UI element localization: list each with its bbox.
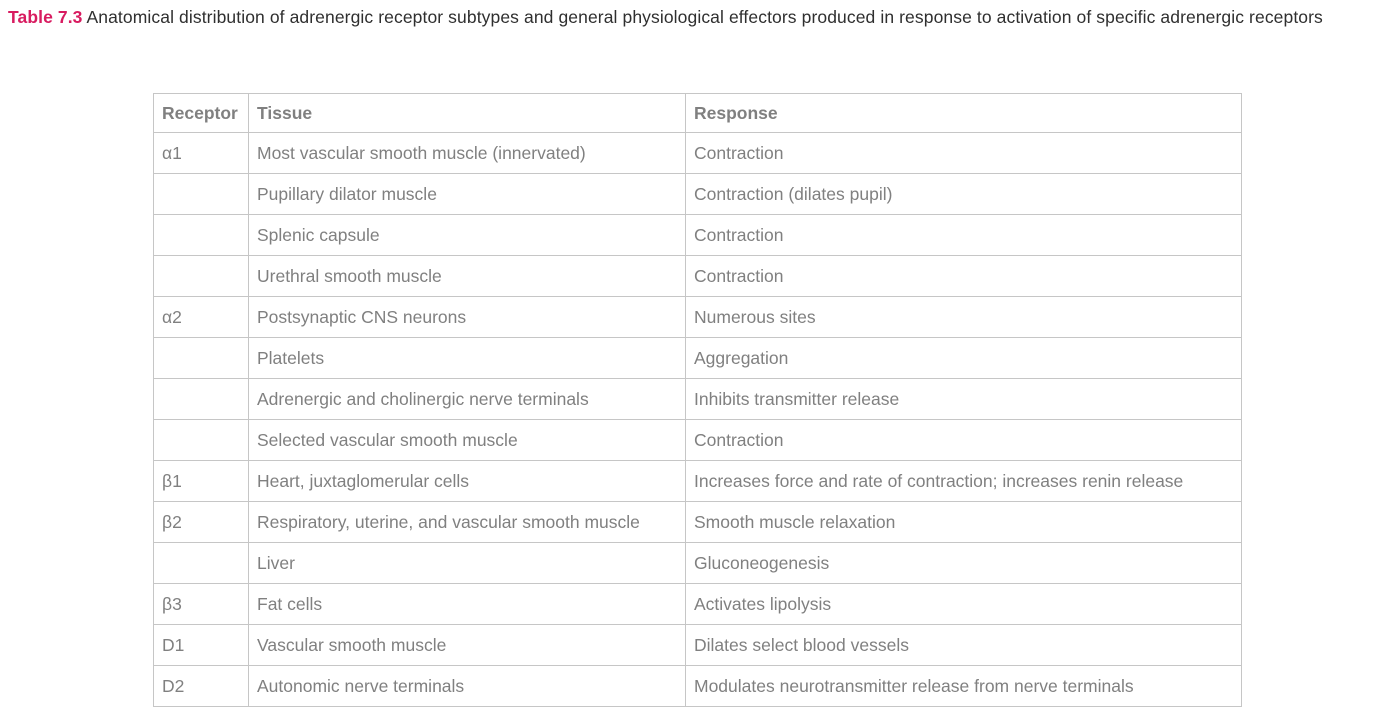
cell-tissue: Selected vascular smooth muscle: [248, 419, 686, 461]
cell-receptor: [153, 378, 249, 420]
cell-receptor: D1: [153, 624, 249, 666]
column-header-tissue: Tissue: [248, 93, 686, 133]
cell-receptor: α2: [153, 296, 249, 338]
column-header-receptor: Receptor: [153, 93, 249, 133]
table-caption: Table 7.3 Anatomical distribution of adr…: [8, 4, 1386, 31]
cell-tissue: Adrenergic and cholinergic nerve termina…: [248, 378, 686, 420]
cell-tissue: Vascular smooth muscle: [248, 624, 686, 666]
cell-response: Modulates neurotransmitter release from …: [685, 665, 1242, 707]
cell-response: Inhibits transmitter release: [685, 378, 1242, 420]
cell-receptor: [153, 542, 249, 584]
cell-tissue: Pupillary dilator muscle: [248, 173, 686, 215]
cell-tissue: Liver: [248, 542, 686, 584]
cell-response: Contraction: [685, 132, 1242, 174]
cell-receptor: [153, 419, 249, 461]
cell-tissue: Urethral smooth muscle: [248, 255, 686, 297]
cell-receptor: D2: [153, 665, 249, 707]
cell-receptor: [153, 255, 249, 297]
cell-tissue: Respiratory, uterine, and vascular smoot…: [248, 501, 686, 543]
cell-response: Aggregation: [685, 337, 1242, 379]
column-header-response: Response: [685, 93, 1242, 133]
cell-tissue: Heart, juxtaglomerular cells: [248, 460, 686, 502]
cell-receptor: β1: [153, 460, 249, 502]
table-header-row: Receptor Tissue Response: [153, 93, 1242, 133]
table-caption-label: Table 7.3: [8, 7, 83, 27]
cell-response: Contraction: [685, 255, 1242, 297]
table-caption-text: Anatomical distribution of adrenergic re…: [82, 7, 1323, 27]
cell-tissue: Postsynaptic CNS neurons: [248, 296, 686, 338]
cell-response: Numerous sites: [685, 296, 1242, 338]
cell-receptor: β2: [153, 501, 249, 543]
cell-receptor: [153, 214, 249, 256]
table-header: Receptor Tissue Response: [153, 93, 1242, 133]
cell-receptor: β3: [153, 583, 249, 625]
cell-receptor: [153, 337, 249, 379]
cell-receptor: α1: [153, 132, 249, 174]
cell-response: Increases force and rate of contraction;…: [685, 460, 1242, 502]
cell-response: Contraction: [685, 419, 1242, 461]
cell-response: Activates lipolysis: [685, 583, 1242, 625]
table-row: Adrenergic and cholinergic nerve termina…: [153, 378, 1242, 420]
cell-response: Dilates select blood vessels: [685, 624, 1242, 666]
cell-response: Gluconeogenesis: [685, 542, 1242, 584]
cell-tissue: Fat cells: [248, 583, 686, 625]
cell-response: Contraction (dilates pupil): [685, 173, 1242, 215]
cell-tissue: Most vascular smooth muscle (innervated): [248, 132, 686, 174]
cell-tissue: Platelets: [248, 337, 686, 379]
cell-receptor: [153, 173, 249, 215]
cell-response: Contraction: [685, 214, 1242, 256]
cell-response: Smooth muscle relaxation: [685, 501, 1242, 543]
cell-tissue: Splenic capsule: [248, 214, 686, 256]
cell-tissue: Autonomic nerve terminals: [248, 665, 686, 707]
